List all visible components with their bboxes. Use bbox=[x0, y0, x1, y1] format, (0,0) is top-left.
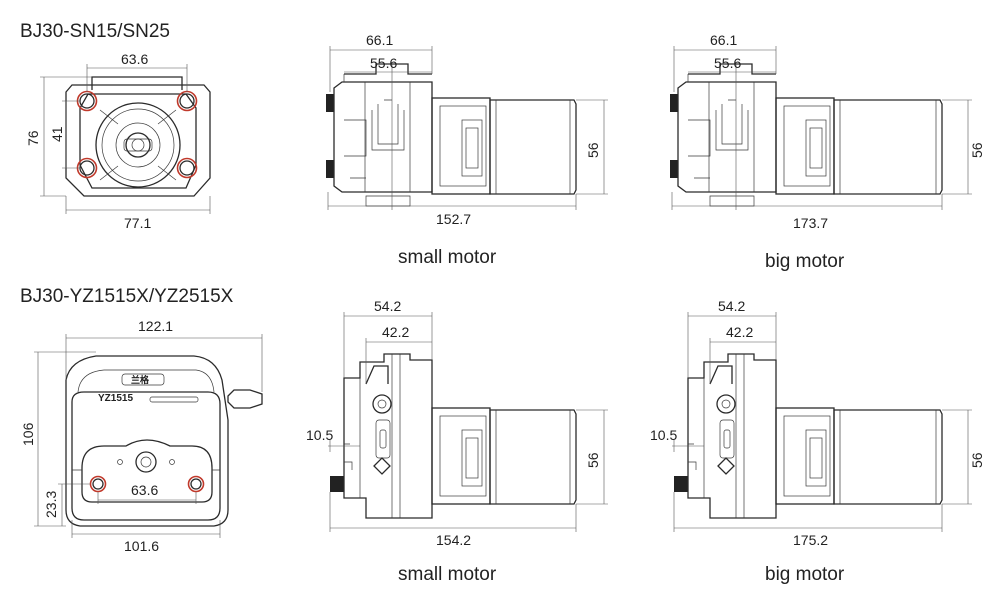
dim-yz-small-h: 56 bbox=[585, 452, 601, 468]
title-sn-series: BJ30-SN15/SN25 bbox=[20, 21, 170, 42]
dim-yz-small-w2: 42.2 bbox=[382, 324, 409, 340]
dim-yz-front-width: 122.1 bbox=[138, 318, 173, 334]
dim-sn-front-width: 63.6 bbox=[121, 51, 148, 67]
dim-yz-small-len: 154.2 bbox=[436, 532, 471, 548]
dim-yz-big-len: 175.2 bbox=[793, 532, 828, 548]
sn-front-view bbox=[65, 76, 211, 197]
dim-sn-big-h: 56 bbox=[969, 142, 985, 158]
dim-yz-front-base: 101.6 bbox=[124, 538, 159, 554]
sn-small-dimensions: 66.1 55.6 152.7 56 bbox=[327, 32, 608, 227]
sn-big-dimensions: 66.1 55.6 173.7 56 bbox=[671, 32, 985, 231]
dim-sn-front-base: 77.1 bbox=[124, 215, 151, 231]
dim-yz-small-off: 10.5 bbox=[306, 427, 333, 443]
dim-sn-front-height: 76 bbox=[25, 130, 41, 146]
dim-sn-small-len: 152.7 bbox=[436, 211, 471, 227]
title-yz-series: BJ30-YZ1515X/YZ2515X bbox=[20, 286, 234, 307]
caption-yz-big-motor: big motor bbox=[765, 564, 845, 585]
caption-sn-big-motor: big motor bbox=[765, 251, 845, 272]
yz-front-dimensions: 122.1 106 23.3 63.6 101.6 bbox=[20, 318, 263, 554]
yz-small-dimensions: 54.2 42.2 10.5 154.2 56 bbox=[306, 298, 608, 548]
dim-sn-front-inner-height: 41 bbox=[49, 126, 65, 142]
sn-side-view-big bbox=[670, 62, 943, 210]
dim-sn-small-w2: 55.6 bbox=[370, 55, 397, 71]
yz-front-view: 兰格 YZ1515 bbox=[65, 355, 263, 527]
dim-yz-big-off: 10.5 bbox=[650, 427, 677, 443]
caption-sn-small-motor: small motor bbox=[398, 247, 497, 268]
dim-yz-big-w1: 54.2 bbox=[718, 298, 745, 314]
dim-yz-front-height: 106 bbox=[20, 422, 36, 446]
sn-side-view-small bbox=[326, 62, 577, 210]
head-brand-label: 兰格 bbox=[131, 374, 150, 385]
dim-sn-big-len: 173.7 bbox=[793, 215, 828, 231]
dim-yz-big-w2: 42.2 bbox=[726, 324, 753, 340]
dim-sn-big-w2: 55.6 bbox=[714, 55, 741, 71]
yz-big-dimensions: 54.2 42.2 10.5 175.2 56 bbox=[650, 298, 985, 548]
dim-yz-front-holes: 63.6 bbox=[131, 482, 158, 498]
dim-yz-big-h: 56 bbox=[969, 452, 985, 468]
caption-yz-small-motor: small motor bbox=[398, 564, 497, 585]
dim-yz-front-lower: 23.3 bbox=[43, 491, 59, 518]
head-model-label: YZ1515 bbox=[98, 393, 133, 404]
dim-sn-big-w1: 66.1 bbox=[710, 32, 737, 48]
yz-side-view-small bbox=[330, 353, 577, 519]
dim-sn-small-w1: 66.1 bbox=[366, 32, 393, 48]
dim-sn-small-h: 56 bbox=[585, 142, 601, 158]
sn-front-dimensions: 63.6 76 41 77.1 bbox=[25, 51, 211, 231]
dim-yz-small-w1: 54.2 bbox=[374, 298, 401, 314]
yz-side-view-big bbox=[674, 353, 943, 519]
